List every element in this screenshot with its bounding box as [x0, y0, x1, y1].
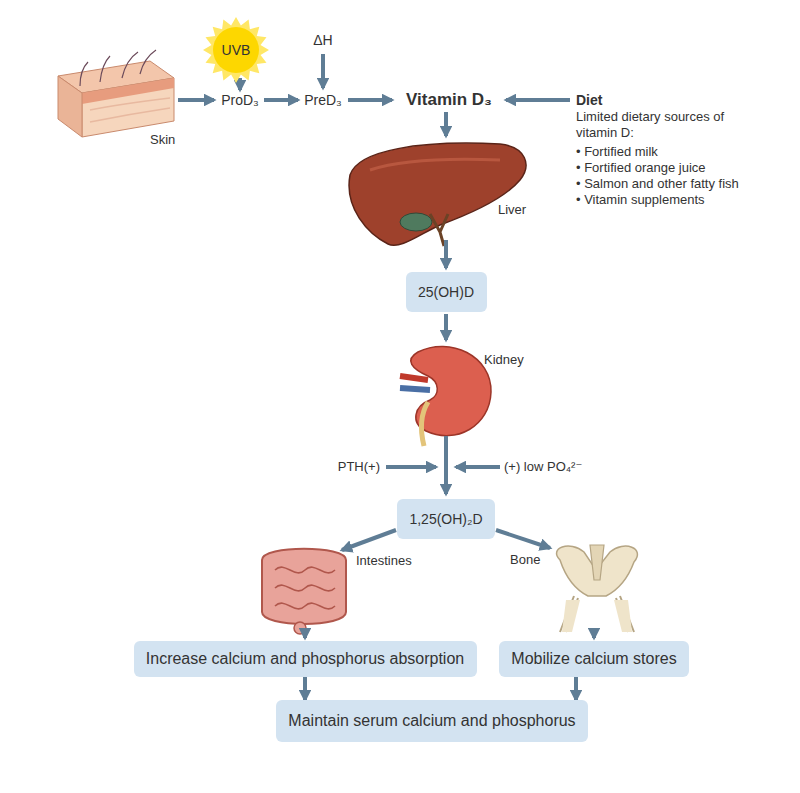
outcome-box: Maintain serum calcium and phosphorus [276, 700, 588, 742]
diagram-label: Intestines [356, 553, 412, 569]
diagram-label: Liver [498, 202, 526, 218]
diagram-label: Kidney [484, 352, 524, 368]
diagram-label: PTH(+) [338, 459, 380, 475]
diagram-label: ProD₃ [221, 92, 259, 109]
diagram-label: Vitamin D₃ [406, 90, 492, 110]
diagram-label: Bone [510, 552, 540, 568]
metabolite-box: 1,25(OH)₂D [397, 499, 495, 539]
diagram-label: • Fortified orange juice [576, 160, 706, 176]
flow-arrow [303, 677, 307, 700]
diagram-label: ΔH [313, 32, 332, 49]
node-text: Mobilize calcium stores [511, 650, 676, 668]
node-text: 1,25(OH)₂D [409, 511, 482, 527]
node-text: UVB [222, 42, 251, 58]
liver-illustration [349, 143, 526, 246]
diagram-label: Diet [576, 92, 602, 109]
intestines-illustration [262, 549, 346, 634]
diagram-label: • Vitamin supplements [576, 192, 705, 208]
flow-arrows [178, 54, 594, 638]
sun-badge: UVB [211, 25, 261, 75]
diagram-label: • Fortified milk [576, 144, 658, 160]
skin-illustration [58, 50, 174, 137]
diagram-label: Skin [150, 132, 175, 148]
diagram-label: (+) low PO₄²⁻ [504, 459, 582, 475]
kidney-illustration [400, 346, 491, 446]
metabolite-box: 25(OH)D [406, 272, 487, 312]
node-text: 25(OH)D [418, 284, 474, 300]
diagram-label: • Salmon and other fatty fish [576, 176, 739, 192]
diagram-label: Limited dietary sources of vitamin D: [576, 109, 726, 140]
flow-arrow [574, 677, 578, 700]
node-text: Increase calcium and phosphorus absorpti… [146, 650, 464, 668]
node-text: Maintain serum calcium and phosphorus [288, 712, 575, 730]
pelvis-illustration [557, 545, 638, 632]
effect-box: Increase calcium and phosphorus absorpti… [134, 641, 477, 677]
effect-box: Mobilize calcium stores [499, 641, 689, 677]
diagram-label: PreD₃ [304, 92, 342, 109]
